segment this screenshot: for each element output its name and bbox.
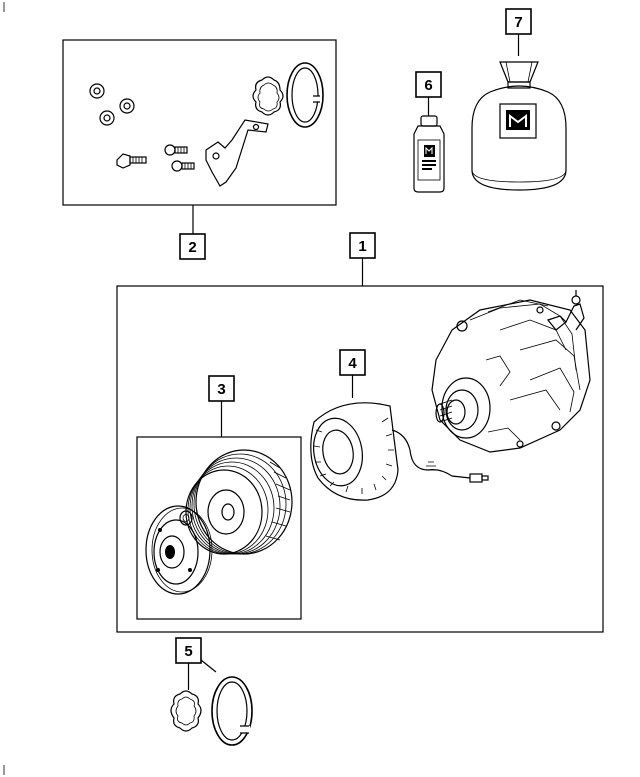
washer-icon (119, 98, 135, 114)
clutch-plate-icon (145, 505, 213, 595)
bracket-icon (205, 119, 269, 187)
washer-icon (99, 110, 115, 126)
compressor-icon (431, 290, 591, 453)
callout-4: 4 (339, 349, 366, 376)
callout-label: 4 (348, 355, 357, 372)
clutch-kit-frame (136, 436, 302, 620)
hardware-kit-group (62, 39, 337, 234)
snap-ring-icon (211, 676, 253, 746)
seal-ring-icon (170, 690, 202, 732)
callout-label: 7 (514, 14, 522, 31)
pulley-icon (185, 449, 293, 555)
callout-3: 3 (208, 375, 235, 402)
washer-icon (89, 83, 105, 99)
callout-label: 3 (217, 381, 225, 398)
compressor-assembly-frame (116, 285, 604, 633)
hardware-kit-frame (62, 39, 337, 206)
callout-label: 5 (184, 643, 192, 660)
leader-line (200, 659, 217, 673)
callout-label: 1 (358, 238, 366, 255)
callout-1: 1 (349, 232, 376, 259)
callout-label: 6 (424, 77, 432, 94)
seal-ring-icon (252, 76, 284, 116)
callout-5: 5 (175, 637, 202, 664)
snap-ring-icon (286, 62, 324, 128)
refrigerant-can-icon (471, 61, 567, 191)
screw-icon (171, 160, 195, 172)
callout-2: 2 (179, 233, 206, 260)
screw-icon (164, 144, 188, 156)
callout-6: 6 (415, 71, 442, 98)
callout-label: 2 (188, 239, 196, 256)
callout-7: 7 (505, 8, 532, 35)
bolt-icon (116, 153, 147, 169)
field-coil-icon (310, 402, 489, 501)
oil-bottle-icon (413, 115, 445, 193)
